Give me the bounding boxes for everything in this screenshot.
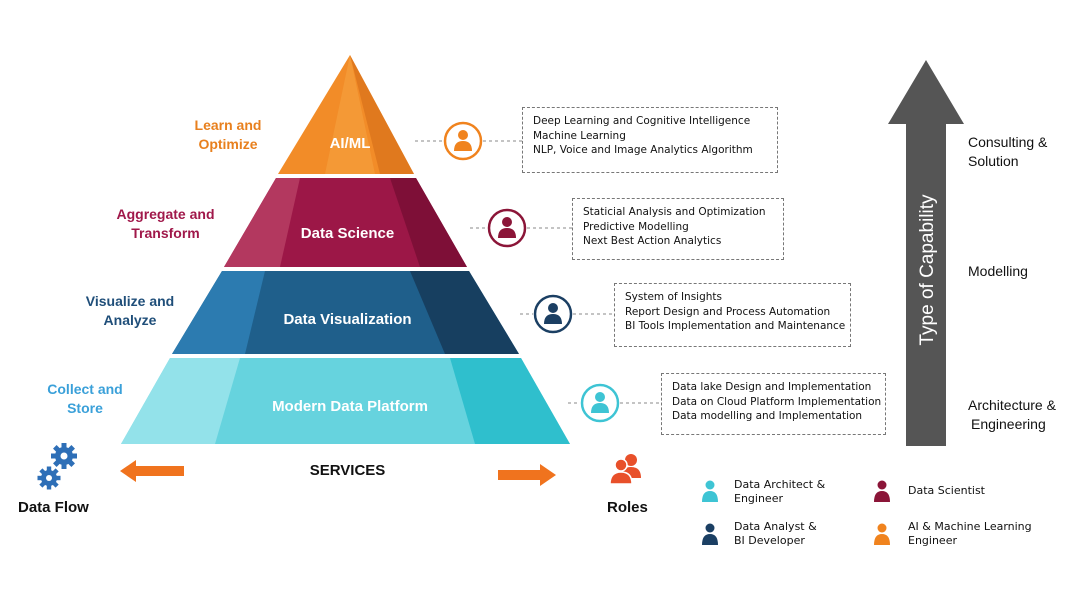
capability-consulting: Consulting & Solution bbox=[968, 134, 1048, 169]
gears-icon bbox=[37, 443, 77, 490]
layer-label-data-visualization: Data Visualization bbox=[283, 311, 412, 328]
data-analyst-person-icon bbox=[702, 523, 718, 545]
legend-ai-engineer: AI & Machine Learning Engineer bbox=[908, 520, 1032, 547]
data-science-services-box: Staticial Analysis and Optimization Pred… bbox=[572, 198, 784, 260]
list-item: Data modelling and Implementation bbox=[672, 410, 863, 422]
list-item: Staticial Analysis and Optimization bbox=[583, 206, 766, 218]
phase-aggregate-transform: Aggregate and Transform bbox=[116, 206, 215, 241]
legend-data-analyst: Data Analyst & BI Developer bbox=[734, 520, 817, 547]
list-item: Machine Learning bbox=[533, 129, 626, 142]
phase-visualize-analyze: Visualize and Analyze bbox=[85, 293, 175, 328]
roles-label: Roles bbox=[607, 499, 648, 516]
data-scientist-role-icon bbox=[487, 208, 527, 248]
layer-label-data-science: Data Science bbox=[300, 225, 395, 242]
legend-data-scientist: Data Scientist bbox=[908, 484, 985, 497]
layer-data-science bbox=[224, 178, 467, 267]
list-item: Data lake Design and Implementation bbox=[672, 381, 872, 393]
layer-data-visualization bbox=[172, 271, 519, 354]
data-scientist-person-icon bbox=[874, 480, 890, 502]
capability-arrow bbox=[888, 60, 964, 446]
layer-label-aiml: AI/ML bbox=[329, 135, 371, 152]
list-item: System of Insights bbox=[625, 291, 722, 303]
list-item: Deep Learning and Cognitive Intelligence bbox=[533, 115, 751, 127]
list-item: BI Tools Implementation and Maintenance bbox=[625, 320, 846, 332]
legend-data-architect: Data Architect & Engineer bbox=[734, 478, 826, 505]
aiml-services-box: Deep Learning and Cognitive Intelligence… bbox=[522, 107, 778, 173]
data-analyst-role-icon bbox=[533, 294, 573, 334]
data-platform-services-box: Data lake Design and Implementation Data… bbox=[661, 373, 886, 435]
layer-label-modern-data-platform: Modern Data Platform bbox=[272, 398, 428, 415]
layer-modern-data-platform bbox=[121, 358, 570, 444]
list-item: Data on Cloud Platform Implementation bbox=[672, 395, 882, 408]
left-arrow-icon bbox=[120, 460, 184, 482]
data-flow-label: Data Flow bbox=[18, 499, 89, 516]
capability-axis-label: Type of Capability bbox=[917, 194, 938, 346]
list-item: Predictive Modelling bbox=[583, 220, 689, 233]
data-visualization-services-box: System of Insights Report Design and Pro… bbox=[614, 283, 851, 347]
layer-aiml bbox=[278, 55, 414, 174]
data-architect-role-icon bbox=[580, 383, 620, 423]
capability-modelling: Modelling bbox=[968, 263, 1028, 279]
roles-people-icon bbox=[609, 454, 641, 485]
ai-engineer-role-icon bbox=[443, 121, 483, 161]
services-label: SERVICES bbox=[309, 462, 386, 479]
list-item: NLP, Voice and Image Analytics Algorithm bbox=[533, 144, 753, 156]
list-item: Report Design and Process Automation bbox=[625, 305, 831, 318]
phase-collect-store: Collect and Store bbox=[47, 381, 123, 416]
list-item: Next Best Action Analytics bbox=[583, 235, 722, 247]
ai-engineer-person-icon bbox=[874, 523, 890, 545]
phase-learn-optimize: Learn and Optimize bbox=[194, 117, 262, 152]
data-architect-person-icon bbox=[702, 480, 718, 502]
capability-architecture: Architecture & Engineering bbox=[968, 397, 1056, 432]
right-arrow-icon bbox=[498, 464, 556, 486]
